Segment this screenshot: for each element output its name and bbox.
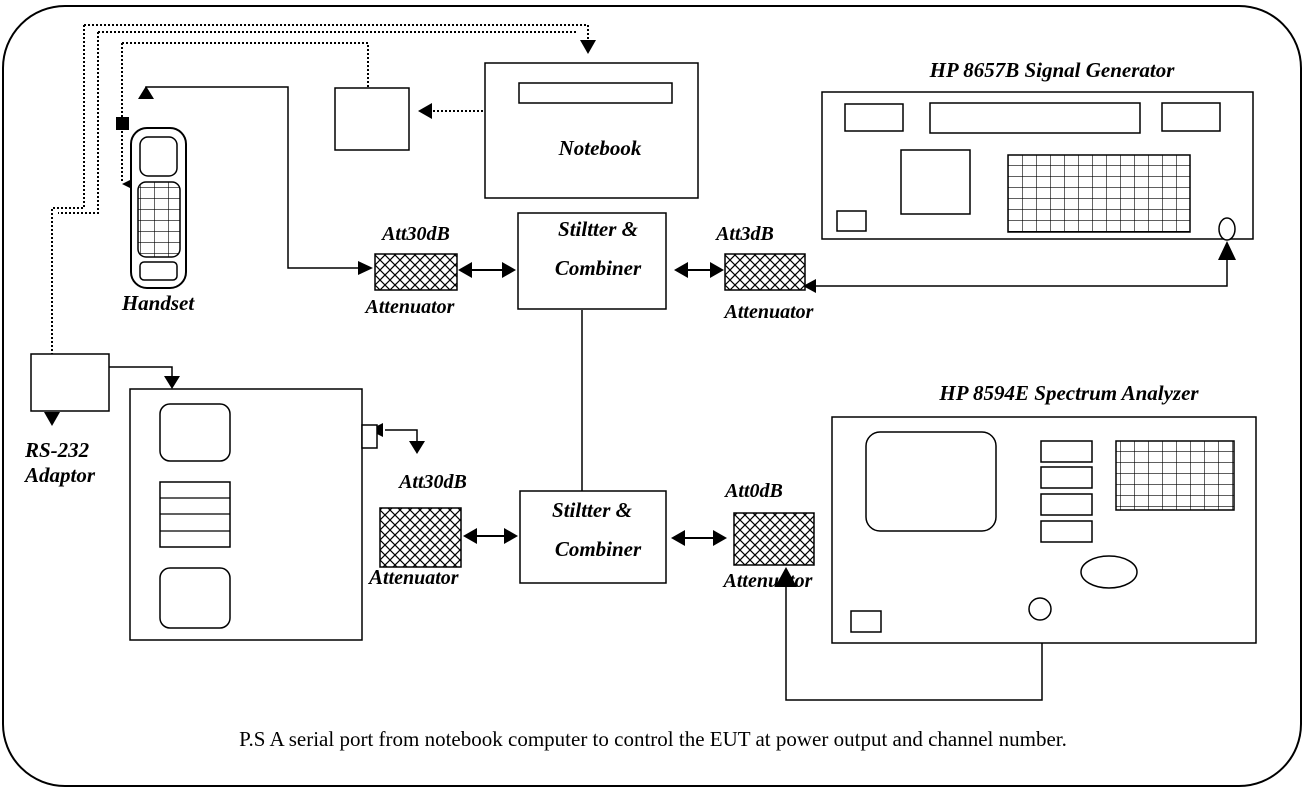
signal-generator-label: HP 8657B Signal Generator: [929, 58, 1176, 82]
spectrum-analyzer-port: [1028, 597, 1052, 621]
signal-generator-port: [1218, 217, 1236, 241]
handset: Handset: [116, 117, 195, 315]
svg-text:Stiltter &: Stiltter &: [558, 217, 639, 241]
double-arrows: [458, 262, 727, 546]
spectrum-analyzer-keypad: [1115, 440, 1235, 511]
svg-text:Attenuator: Attenuator: [367, 565, 459, 589]
rs232-label-line2: Adaptor: [23, 463, 96, 487]
tester-port: [361, 424, 378, 449]
handset-display: [139, 136, 178, 177]
svg-text:Combiner: Combiner: [555, 537, 642, 561]
signal-generator-keypad: [1007, 154, 1191, 233]
double-arrow-top-right: [674, 262, 724, 278]
footnote: P.S A serial port from notebook computer…: [239, 727, 1067, 751]
attenuator-bottom-right: Att0dB Attenuator: [722, 480, 815, 592]
outer-frame: [2, 5, 1302, 787]
double-arrow-bottom-left: [463, 528, 518, 544]
spectrum-analyzer-knob: [1080, 555, 1138, 589]
rs232-adaptor: RS-232 Adaptor: [23, 353, 110, 487]
handset-button: [139, 261, 178, 281]
svg-text:Attenuator: Attenuator: [723, 301, 814, 323]
handset-keypad: [137, 181, 181, 258]
attenuator-top-right: Att3dB Attenuator: [714, 223, 814, 323]
svg-text:Att3dB: Att3dB: [714, 223, 774, 245]
svg-text:Attenuator: Attenuator: [364, 296, 455, 318]
tester-display: [159, 403, 231, 462]
interface-box: [334, 87, 410, 151]
handset-label: Handset: [121, 291, 196, 315]
svg-text:Attenuator: Attenuator: [722, 570, 813, 592]
spectrum-analyzer: HP 8594E Spectrum Analyzer: [831, 381, 1257, 644]
double-arrow-bottom-right: [671, 530, 727, 546]
serial-dotted-lines: [51, 24, 589, 413]
tester-button-stack: [159, 481, 231, 548]
handset-connector: [116, 117, 129, 130]
svg-text:Stiltter &: Stiltter &: [552, 498, 633, 522]
spectrum-analyzer-label: HP 8594E Spectrum Analyzer: [938, 381, 1199, 405]
attenuator-bottom-left: Att30dB Attenuator: [367, 471, 467, 589]
rs232-label-line1: RS-232: [24, 438, 90, 462]
communication-tester: [129, 388, 378, 641]
double-arrow-top-left: [458, 262, 516, 278]
svg-text:Combiner: Combiner: [555, 256, 642, 280]
svg-text:Att0dB: Att0dB: [723, 480, 783, 502]
attenuator-top-left: Att30dB Attenuator: [364, 223, 458, 318]
svg-text:Att30dB: Att30dB: [380, 223, 450, 245]
svg-text:Att30dB: Att30dB: [397, 471, 467, 493]
signal-generator: HP 8657B Signal Generator: [821, 58, 1254, 241]
combiner-top: Stiltter & Combiner: [517, 212, 667, 310]
notebook: Notebook: [484, 62, 699, 199]
spectrum-analyzer-screen: [865, 431, 997, 532]
combiner-bottom: Stiltter & Combiner: [519, 490, 667, 584]
tester-second-display: [159, 567, 231, 629]
notebook-screen: [518, 82, 673, 104]
notebook-label: Notebook: [558, 136, 642, 160]
